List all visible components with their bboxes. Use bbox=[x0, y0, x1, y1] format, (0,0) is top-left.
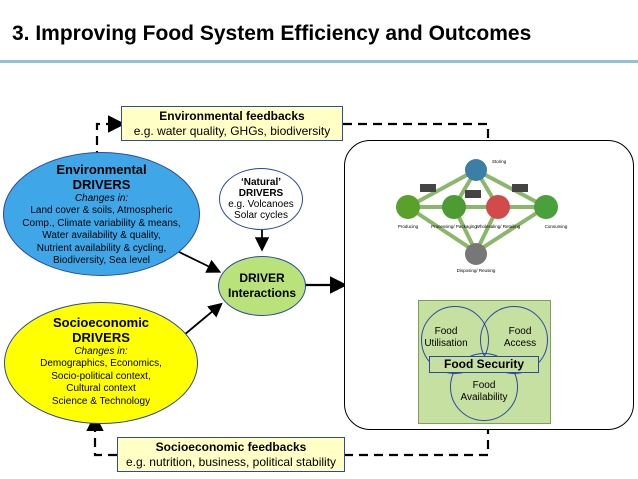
socio-feedback-subtitle: e.g. nutrition, business, political stab… bbox=[125, 455, 337, 469]
food-access-line2: Access bbox=[503, 338, 537, 349]
storing-icon bbox=[465, 159, 487, 181]
food-chain-stage-label: Consuming bbox=[545, 224, 568, 229]
env-feedback-title: Environmental feedbacks bbox=[159, 109, 305, 123]
consuming-icon bbox=[534, 195, 558, 219]
food-utilisation-line2: Utilisation bbox=[424, 338, 468, 349]
food-availability-circle bbox=[450, 353, 518, 421]
socio-drivers-line: Demographics, Economics, bbox=[40, 358, 162, 369]
natural-drivers-title-1: ‘Natural’ bbox=[240, 177, 281, 188]
food-availability-line1: Food bbox=[472, 380, 496, 391]
food-utilisation-line1: Food bbox=[434, 326, 458, 337]
food-availability-line2: Availability bbox=[460, 392, 508, 403]
socio-drivers-line: Socio-political context, bbox=[51, 370, 151, 382]
env-drivers-changes: Changes in: bbox=[74, 193, 129, 204]
food-utilisation-label: Food Utilisation bbox=[421, 326, 471, 350]
producing-icon bbox=[396, 195, 420, 219]
retailing-icon bbox=[486, 195, 510, 219]
socio-drivers-title-2: DRIVERS bbox=[72, 330, 130, 345]
driver-interactions-line1: DRIVER bbox=[239, 271, 285, 285]
socio-drivers-line: Science & Technology bbox=[51, 395, 151, 407]
socio-drivers-line: Cultural context bbox=[66, 383, 136, 394]
env-drivers-line: Biodiversity, Sea level bbox=[52, 255, 151, 266]
food-availability-label: Food Availability bbox=[454, 380, 514, 404]
env-drivers-line: Land cover & soils, Atmospheric bbox=[30, 205, 173, 216]
processing-icon bbox=[442, 195, 466, 219]
page-title: 3. Improving Food System Efficiency and … bbox=[12, 22, 532, 45]
env-feedback-out bbox=[343, 122, 490, 140]
natural-drivers-ellipse: ‘Natural’ DRIVERS e.g. Volcanoes Solar c… bbox=[219, 168, 303, 230]
env-drivers-title-2: DRIVERS bbox=[72, 177, 131, 192]
env-drivers-line: Water availability & quality, bbox=[42, 230, 161, 241]
food-chain-stage-label: Disposing/ Reusing bbox=[457, 268, 496, 273]
env-drivers-line: Nutrient availability & cycling, bbox=[36, 242, 167, 254]
transport-icon bbox=[465, 190, 481, 198]
socio-drivers-changes: Changes in: bbox=[74, 346, 128, 357]
socio-feedback-box: Socioeconomic feedbacks e.g. nutrition, … bbox=[117, 437, 345, 472]
natural-drivers-line1: e.g. Volcanoes bbox=[228, 199, 294, 210]
transport-icon bbox=[512, 184, 528, 192]
title-divider bbox=[0, 60, 638, 63]
food-chain-stage-label: Storing bbox=[492, 159, 507, 164]
env-drivers-line: Comp., Climate variability & means, bbox=[22, 217, 181, 229]
driver-interactions-ellipse: DRIVER Interactions bbox=[218, 256, 306, 316]
disposing-icon bbox=[465, 243, 487, 265]
socio-feedback-loop bbox=[345, 425, 490, 457]
food-chain-stage-label: Wholesaling/ Retailing bbox=[476, 224, 521, 229]
transport-icon bbox=[420, 184, 436, 192]
env-feedback-subtitle: e.g. water quality, GHGs, biodiversity bbox=[133, 124, 331, 138]
env-drivers-title-1: Environmental bbox=[56, 162, 147, 177]
food-chain-diagram: Producing Processing/ Packaging Wholesal… bbox=[396, 159, 568, 273]
socio-feedback-in bbox=[86, 413, 117, 457]
socio-drivers-title-1: Socioeconomic bbox=[52, 315, 150, 330]
food-chain-stage-label: Processing/ Packaging bbox=[431, 224, 477, 229]
socio-feedback-title: Socioeconomic feedbacks bbox=[155, 440, 307, 454]
env-feedback-box: Environmental feedbacks e.g. water quali… bbox=[121, 106, 343, 141]
driver-interactions-line2: Interactions bbox=[227, 286, 296, 300]
natural-drivers-line2: Solar cycles bbox=[234, 210, 288, 221]
env-drivers-ellipse: Environmental DRIVERS Changes in: Land c… bbox=[3, 152, 200, 276]
env-to-interactions-arrow bbox=[174, 249, 222, 273]
food-access-label: Food Access bbox=[495, 326, 545, 350]
socio-drivers-ellipse: Socioeconomic DRIVERS Changes in: Demogr… bbox=[4, 302, 198, 424]
food-access-line1: Food bbox=[508, 326, 532, 337]
food-chain-stage-label: Producing bbox=[398, 224, 419, 229]
natural-drivers-title-2: DRIVERS bbox=[238, 188, 284, 199]
food-security-label: Food Security bbox=[429, 356, 539, 373]
